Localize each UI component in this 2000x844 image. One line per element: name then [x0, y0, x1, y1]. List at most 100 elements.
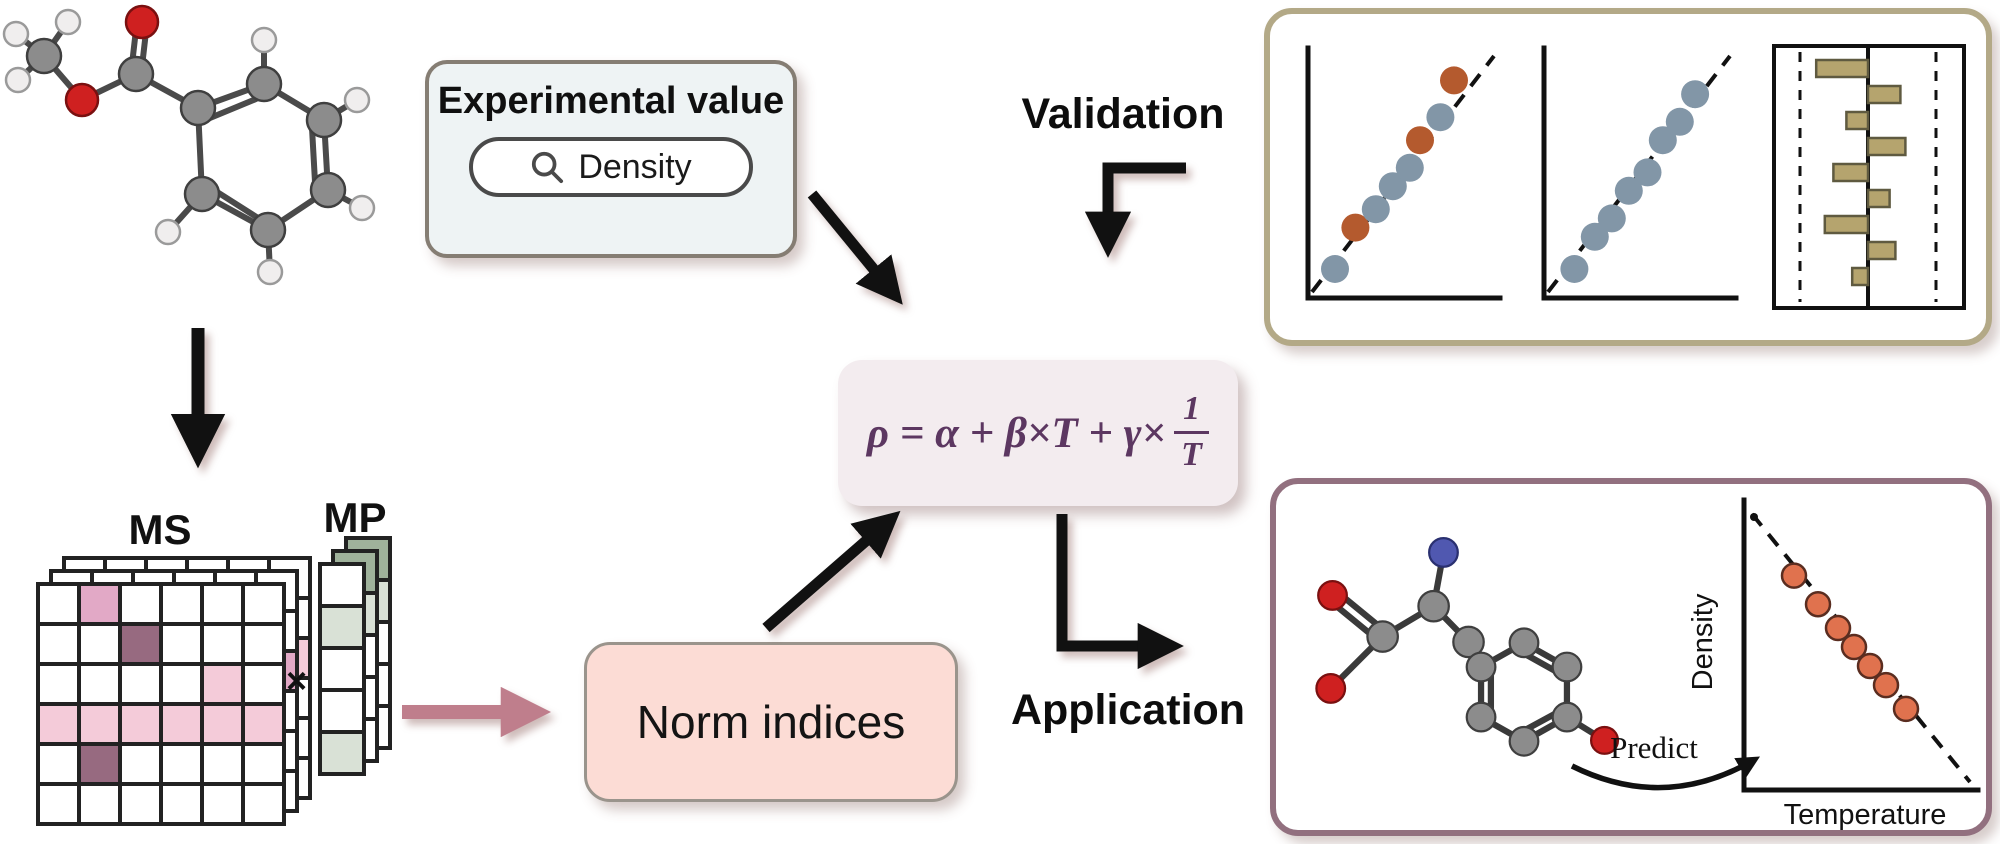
tyrosine-molecule [1315, 537, 1620, 757]
matrix-cell [38, 784, 79, 824]
density-chip-label: Density [578, 147, 692, 186]
trendline-start-dot [1750, 513, 1758, 521]
tornado-bar [1866, 188, 1891, 209]
matrix-cell [243, 704, 284, 744]
data-dot [1440, 66, 1468, 95]
data-dot [1361, 195, 1390, 224]
matrix-cell [79, 584, 120, 624]
data-dot [1840, 633, 1868, 661]
formula-fraction: 1 T [1174, 390, 1210, 473]
fraction-numerator: 1 [1174, 390, 1210, 434]
matrix-cell [120, 664, 161, 704]
tornado-bar [1845, 110, 1870, 131]
density-search-chip: Density [469, 137, 753, 197]
data-dot [1681, 80, 1710, 109]
molecule-atoms [1315, 537, 1620, 757]
data-dot [1892, 695, 1920, 723]
matrix-cell [202, 664, 243, 704]
data-dot [1665, 107, 1694, 136]
temperature-axis-label: Temperature [1784, 799, 1947, 831]
arrow-experimental-to-formula [807, 190, 903, 305]
data-dot [1824, 614, 1852, 642]
data-dot [1378, 172, 1407, 201]
matrix-cell [202, 584, 243, 624]
matrix-cell [243, 744, 284, 784]
tornado-bar [1814, 58, 1870, 79]
matrix-cell [202, 704, 243, 744]
matrix-cell [38, 744, 79, 784]
matrix-cell [243, 664, 284, 704]
data-dot [1406, 126, 1434, 155]
matrix-cell [202, 744, 243, 784]
tornado-bar [1866, 84, 1902, 105]
matrix-cell [120, 744, 161, 784]
validation-panel [1264, 8, 1992, 346]
data-dot [1597, 204, 1626, 233]
data-dot [1648, 126, 1677, 155]
norm-indices-label: Norm indices [636, 696, 906, 748]
matrix-cell [320, 564, 364, 606]
data-dot [1395, 153, 1424, 182]
arrow-validation-into-panel [1084, 162, 1186, 258]
formula-box: ρ = α + β×T + γ× 1 T [838, 360, 1238, 506]
methyl-benzoate-molecule [2, 4, 376, 286]
multiply-sign: × [286, 660, 308, 701]
fraction-denominator: T [1181, 435, 1202, 473]
data-dot [1426, 103, 1455, 132]
molecule-bonds [13, 18, 365, 275]
molecule-atoms [2, 4, 376, 286]
matrix-cell [161, 624, 202, 664]
tornado-bar [1823, 214, 1870, 235]
data-dot [1780, 562, 1808, 589]
matrix-cell [79, 784, 120, 824]
formula-text: ρ = α + β×T + γ× [866, 409, 1167, 457]
arrow-formula-to-application [1056, 514, 1184, 670]
application-panel: Predict Density Temperature [1270, 478, 1992, 836]
matrix-cell [120, 704, 161, 744]
matrix-cell [320, 690, 364, 732]
matrix-cell [38, 584, 79, 624]
application-label: Application [1010, 686, 1246, 734]
mp-matrix-stack [318, 536, 396, 780]
experimental-value-box: Experimental value Density [425, 60, 797, 258]
matrix-cell [161, 704, 202, 744]
matrix-cell [320, 606, 364, 648]
matrix-cell [161, 584, 202, 624]
tornado-bar [1866, 136, 1907, 157]
matrix-cell [79, 744, 120, 784]
norm-indices-box: Norm indices [584, 642, 958, 802]
matrix-cell [79, 664, 120, 704]
experimental-value-title: Experimental value [437, 80, 785, 122]
validation-label: Validation [1021, 90, 1225, 138]
predict-curved-arrow [1570, 756, 1761, 791]
data-dot [1856, 652, 1884, 680]
matrix-cell [320, 732, 364, 774]
matrix-cell [202, 784, 243, 824]
tornado-bar [1832, 162, 1870, 183]
matrix-cell [38, 704, 79, 744]
data-dot [1580, 222, 1609, 251]
matrix-cell [79, 704, 120, 744]
data-dot [1872, 671, 1900, 699]
tornado-bar [1850, 266, 1870, 287]
matrix-cell [243, 584, 284, 624]
matrix-cell [243, 624, 284, 664]
data-dot [1633, 158, 1662, 187]
search-icon [532, 151, 564, 184]
matrix-cell [243, 784, 284, 824]
data-dot [1804, 590, 1832, 618]
data-dot [1341, 213, 1370, 242]
matrix-cell [38, 624, 79, 664]
matrix-layer [318, 562, 366, 776]
density-temperature-plot: Density Temperature [1687, 497, 1981, 831]
matrix-layer [36, 582, 286, 826]
ms-label: MS [128, 506, 192, 553]
predict-label: Predict [1610, 730, 1698, 765]
matrix-cell [161, 784, 202, 824]
mp-label: MP [323, 494, 387, 541]
matrix-cell [120, 584, 161, 624]
matrix-cell [161, 744, 202, 784]
matrix-cell [120, 784, 161, 824]
data-dot [1560, 255, 1589, 283]
